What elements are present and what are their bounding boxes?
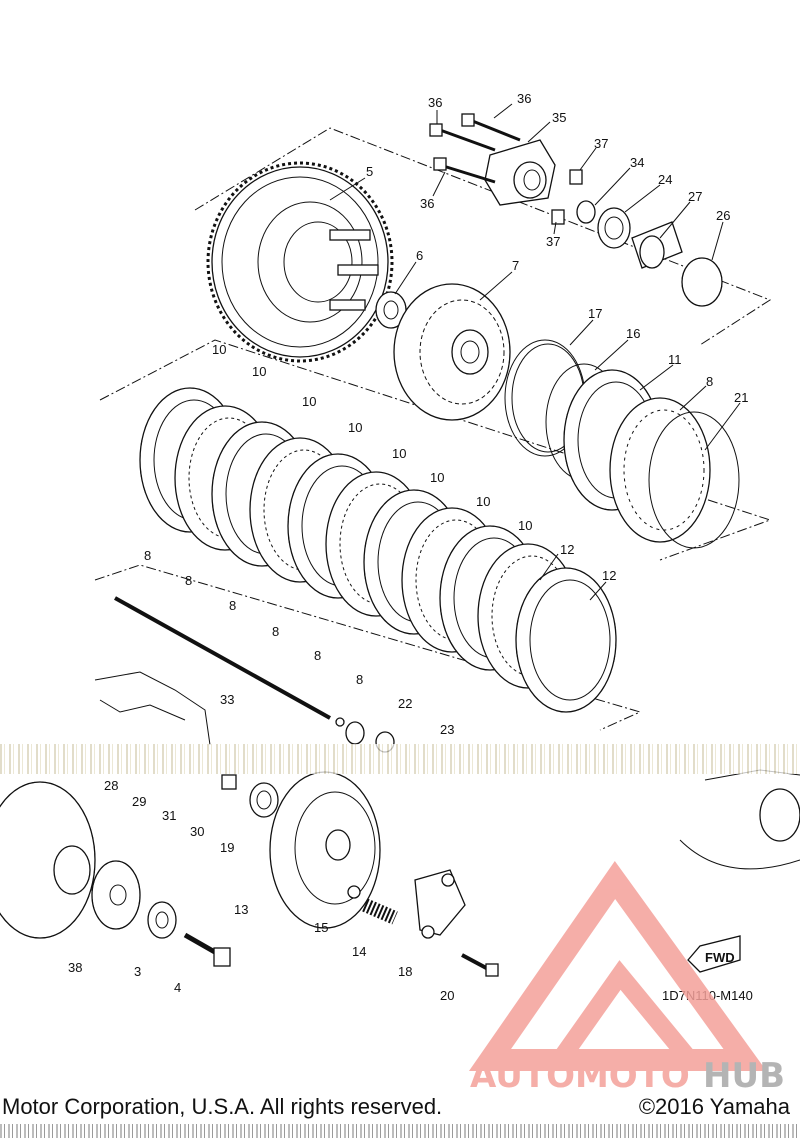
callout: 8 bbox=[314, 648, 321, 663]
callout: 8 bbox=[185, 573, 192, 588]
callout: 10 bbox=[430, 470, 444, 485]
copyright-left: Motor Corporation, U.S.A. All rights res… bbox=[2, 1094, 443, 1119]
logo-text-part2: HUB bbox=[703, 1056, 785, 1096]
copyright-right: ©2016 Yamaha bbox=[638, 1094, 790, 1119]
callout: 10 bbox=[302, 394, 316, 409]
logo-text-part1: AUTOMOTO bbox=[470, 1056, 690, 1096]
callout: 10 bbox=[392, 446, 406, 461]
callout: 5 bbox=[366, 164, 373, 179]
callout: 36 bbox=[428, 95, 442, 110]
callout: 18 bbox=[398, 964, 412, 979]
callout: 21 bbox=[734, 390, 748, 405]
scan-noise-bottom bbox=[0, 1124, 800, 1138]
leader-lines bbox=[329, 103, 741, 601]
spring-assembly-parts bbox=[221, 774, 499, 977]
callout: 24 bbox=[658, 172, 672, 187]
callout: 30 bbox=[190, 824, 204, 839]
release-bracket-part bbox=[429, 113, 583, 225]
callout: 37 bbox=[594, 136, 608, 151]
callout: 8 bbox=[356, 672, 363, 687]
callout: 10 bbox=[252, 364, 266, 379]
callout: 10 bbox=[212, 342, 226, 357]
assembly-frames bbox=[94, 127, 772, 731]
callout: 29 bbox=[132, 794, 146, 809]
callout: 35 bbox=[552, 110, 566, 125]
callout: 20 bbox=[440, 988, 454, 1003]
callout: 26 bbox=[716, 208, 730, 223]
shaft-parts bbox=[576, 200, 723, 307]
callout: 8 bbox=[706, 374, 713, 389]
callout: 16 bbox=[626, 326, 640, 341]
thrust-washer-part bbox=[375, 291, 407, 329]
callout: 8 bbox=[272, 624, 279, 639]
callout: 36 bbox=[420, 196, 434, 211]
callout: 12 bbox=[560, 542, 574, 557]
footer: Motor Corporation, U.S.A. All rights res… bbox=[0, 1094, 800, 1124]
callout: 14 bbox=[352, 944, 366, 959]
callout: 13 bbox=[234, 902, 248, 917]
callout: 10 bbox=[518, 518, 532, 533]
pressure-plate-part bbox=[269, 771, 381, 929]
automotohub-logo: AUTOMOTO HUB bbox=[468, 860, 785, 1096]
callout: 8 bbox=[144, 548, 151, 563]
callout: 7 bbox=[512, 258, 519, 273]
callout: 3 bbox=[134, 964, 141, 979]
scan-noise-band bbox=[0, 744, 800, 774]
callout: 8 bbox=[229, 598, 236, 613]
callout: 34 bbox=[630, 155, 644, 170]
callout: 11 bbox=[668, 352, 682, 367]
callout: 28 bbox=[104, 778, 118, 793]
clutch-boss-part bbox=[393, 283, 511, 421]
callout: 10 bbox=[348, 420, 362, 435]
fwd-label: FWD bbox=[705, 950, 735, 965]
callout: 23 bbox=[440, 722, 454, 737]
forward-indicator: FWD bbox=[687, 935, 741, 973]
callout: 33 bbox=[220, 692, 234, 707]
callout: 27 bbox=[688, 189, 702, 204]
callout: 37 bbox=[546, 234, 560, 249]
engine-case-background bbox=[0, 671, 211, 939]
callout: 19 bbox=[220, 840, 234, 855]
clutch-plate-8-right bbox=[609, 397, 740, 549]
clutch-housing-part bbox=[206, 161, 394, 363]
callout: 10 bbox=[476, 494, 490, 509]
shaft-right-edge bbox=[679, 769, 800, 870]
callout: 17 bbox=[588, 306, 602, 321]
callout: 12 bbox=[602, 568, 616, 583]
plate-stack bbox=[139, 387, 617, 713]
callout: 36 bbox=[517, 91, 531, 106]
primary-gear-part bbox=[91, 860, 231, 967]
callout: 6 bbox=[416, 248, 423, 263]
callout: 15 bbox=[314, 920, 328, 935]
callout: 22 bbox=[398, 696, 412, 711]
callout: 38 bbox=[68, 960, 82, 975]
push-rod-part bbox=[114, 596, 395, 753]
callout-labels: 36 36 35 37 34 24 27 26 36 37 5 6 7 17 1… bbox=[68, 91, 748, 1003]
callout: 4 bbox=[174, 980, 181, 995]
callout: 31 bbox=[162, 808, 176, 823]
